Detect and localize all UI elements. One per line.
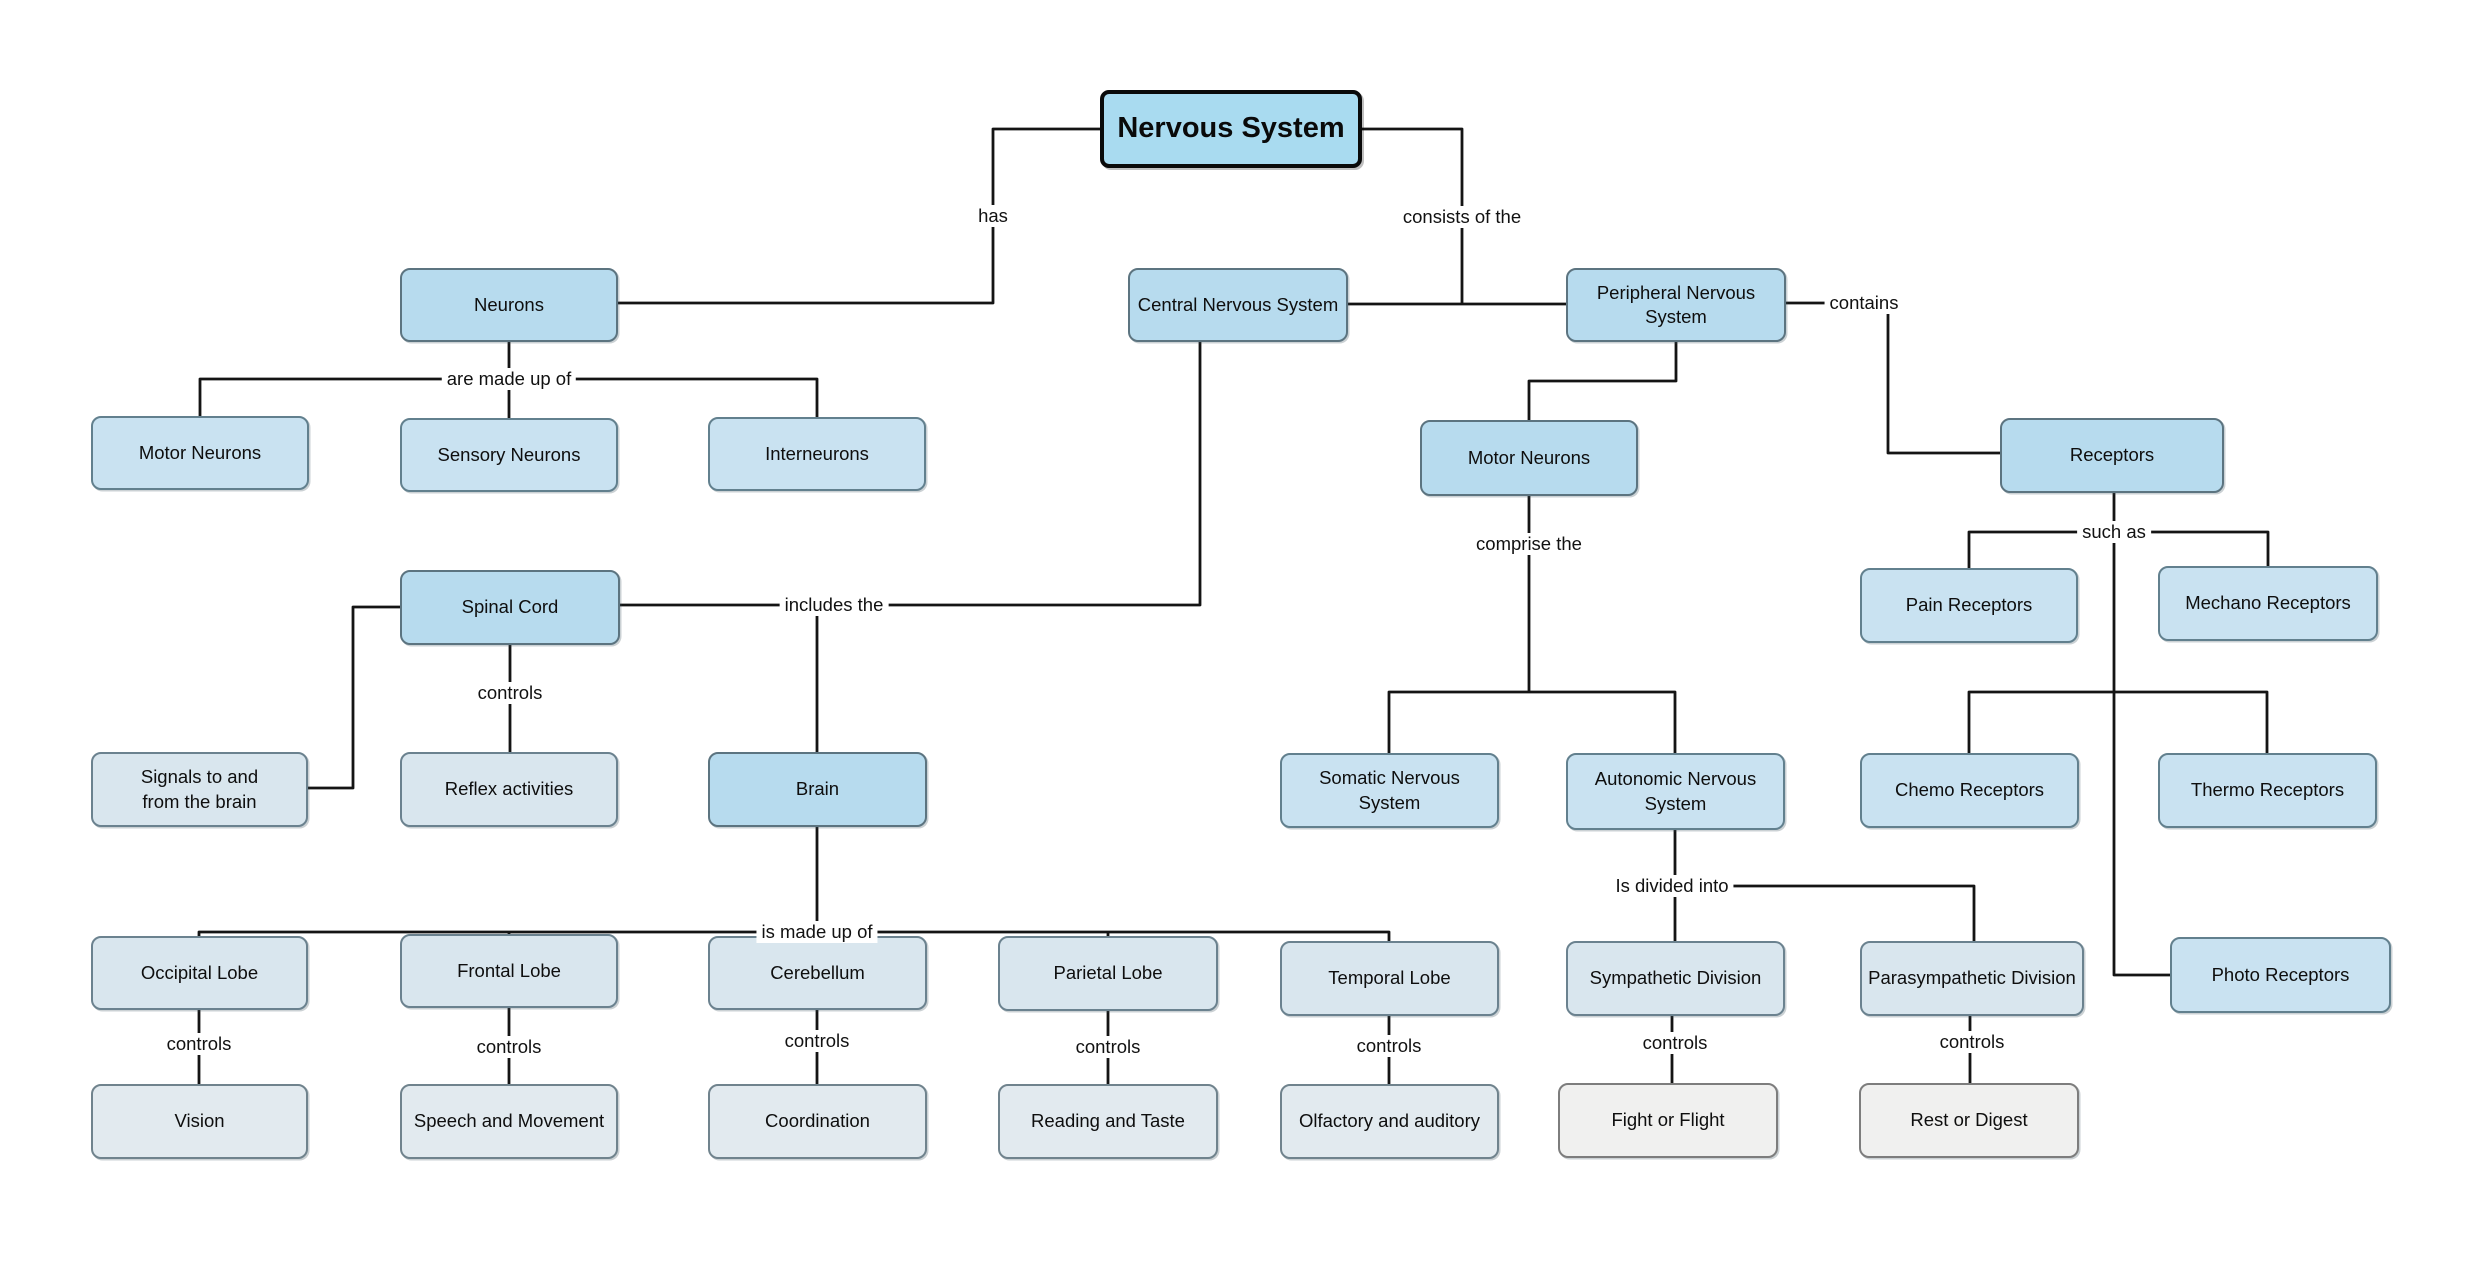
node-coordination[interactable]: Coordination: [708, 1084, 927, 1159]
edge-label-controls-sympathetic: controls: [1637, 1032, 1713, 1054]
node-reading-and-taste[interactable]: Reading and Taste: [998, 1084, 1218, 1159]
node-receptors[interactable]: Receptors: [2000, 418, 2224, 493]
edge-label-contains: contains: [1824, 292, 1904, 314]
node-sensory-neurons[interactable]: Sensory Neurons: [400, 418, 618, 492]
node-photo-receptors[interactable]: Photo Receptors: [2170, 937, 2391, 1013]
node-vision[interactable]: Vision: [91, 1084, 308, 1159]
edge-label-controls-spinal: controls: [472, 682, 548, 704]
node-cerebellum[interactable]: Cerebellum: [708, 936, 927, 1010]
edge-comprise-split: [1387, 690, 1677, 753]
node-neurons[interactable]: Neurons: [400, 268, 618, 342]
edge-label-is-divided-into: Is divided into: [1610, 875, 1734, 897]
node-nervous-system[interactable]: Nervous System: [1100, 90, 1362, 168]
edge-pns-motor: [1527, 342, 1678, 420]
node-motor-neurons-right[interactable]: Motor Neurons: [1420, 420, 1638, 496]
edge-label-controls-cerebellum: controls: [779, 1030, 855, 1052]
edge-label-controls-temporal: controls: [1351, 1035, 1427, 1057]
edge-chemo-thermo-split: [1967, 690, 2269, 753]
edge-label-controls-frontal: controls: [471, 1036, 547, 1058]
edge-ns-has-neurons: [618, 127, 1100, 305]
node-olfactory-and-auditory[interactable]: Olfactory and auditory: [1280, 1084, 1499, 1159]
node-parietal-lobe[interactable]: Parietal Lobe: [998, 936, 1218, 1011]
edge-signals-spinal: [308, 605, 400, 790]
node-sympathetic-division[interactable]: Sympathetic Division: [1566, 941, 1785, 1016]
node-interneurons[interactable]: Interneurons: [708, 417, 926, 491]
node-fight-or-flight[interactable]: Fight or Flight: [1558, 1083, 1778, 1158]
edge-label-controls-parietal: controls: [1070, 1036, 1146, 1058]
edge-pns-contains-receptors: [1778, 301, 2000, 455]
edge-divided-parasympathetic: [1675, 884, 1976, 941]
node-chemo-receptors[interactable]: Chemo Receptors: [1860, 753, 2079, 828]
edge-label-includes-the: includes the: [779, 594, 889, 616]
node-mechano-receptors[interactable]: Mechano Receptors: [2158, 566, 2378, 641]
edge-label-consists-of-the: consists of the: [1397, 206, 1527, 228]
node-pain-receptors[interactable]: Pain Receptors: [1860, 568, 2078, 643]
node-rest-or-digest[interactable]: Rest or Digest: [1859, 1083, 2079, 1158]
edge-label-are-made-up-of: are made up of: [441, 368, 577, 390]
edge-label-has: has: [973, 205, 1013, 227]
node-temporal-lobe[interactable]: Temporal Lobe: [1280, 941, 1499, 1016]
node-signals-to-and-from-brain[interactable]: Signals to and from the brain: [91, 752, 308, 827]
edge-receptors-trunk-photo: [2112, 493, 2170, 977]
node-central-nervous-system[interactable]: Central Nervous System: [1128, 268, 1348, 342]
edge-label-controls-parasympathetic: controls: [1934, 1031, 2010, 1053]
node-thermo-receptors[interactable]: Thermo Receptors: [2158, 753, 2377, 828]
node-spinal-cord[interactable]: Spinal Cord: [400, 570, 620, 645]
node-motor-neurons-left[interactable]: Motor Neurons: [91, 416, 309, 490]
edge-label-such-as: such as: [2077, 521, 2151, 543]
edge-label-comprise-the: comprise the: [1471, 533, 1587, 555]
node-peripheral-nervous-system[interactable]: Peripheral Nervous System: [1566, 268, 1786, 342]
node-reflex-activities[interactable]: Reflex activities: [400, 752, 618, 827]
node-speech-and-movement[interactable]: Speech and Movement: [400, 1084, 618, 1159]
node-somatic-nervous-system[interactable]: Somatic Nervous System: [1280, 753, 1499, 828]
edge-label-controls-occipital: controls: [161, 1033, 237, 1055]
edge-ns-consists-trunk: [1362, 127, 1464, 304]
node-frontal-lobe[interactable]: Frontal Lobe: [400, 934, 618, 1008]
node-brain[interactable]: Brain: [708, 752, 927, 827]
node-autonomic-nervous-system[interactable]: Autonomic Nervous System: [1566, 753, 1785, 830]
node-occipital-lobe[interactable]: Occipital Lobe: [91, 936, 308, 1010]
edge-label-is-made-up-of: is made up of: [756, 921, 878, 943]
node-parasympathetic-division[interactable]: Parasympathetic Division: [1860, 941, 2084, 1016]
